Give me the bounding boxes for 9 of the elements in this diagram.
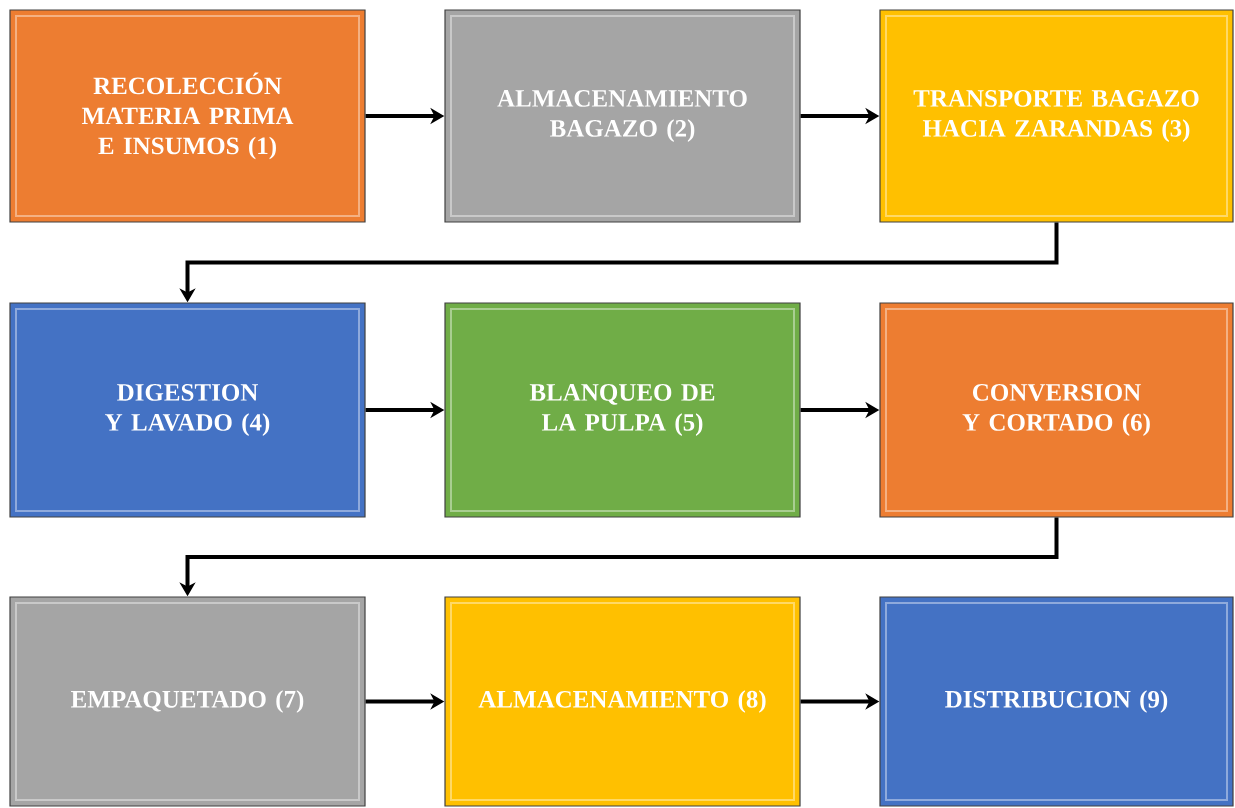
process-box: ALMACENAMIENTO (8) — [444, 596, 801, 807]
process-box: CONVERSION Y CORTADO (6) — [879, 302, 1234, 518]
process-box: EMPAQUETADO (7) — [9, 596, 366, 807]
process-box: TRANSPORTE BAGAZO HACIA ZARANDAS (3) — [879, 9, 1234, 223]
process-box: RECOLECCIÓN MATERIA PRIMA E INSUMOS (1) — [9, 9, 366, 223]
process-box: BLANQUEO DE LA PULPA (5) — [444, 302, 801, 518]
process-box: DISTRIBUCION (9) — [879, 596, 1234, 807]
process-box: ALMACENAMIENTO BAGAZO (2) — [444, 9, 801, 223]
process-box: DIGESTION Y LAVADO (4) — [9, 302, 366, 518]
